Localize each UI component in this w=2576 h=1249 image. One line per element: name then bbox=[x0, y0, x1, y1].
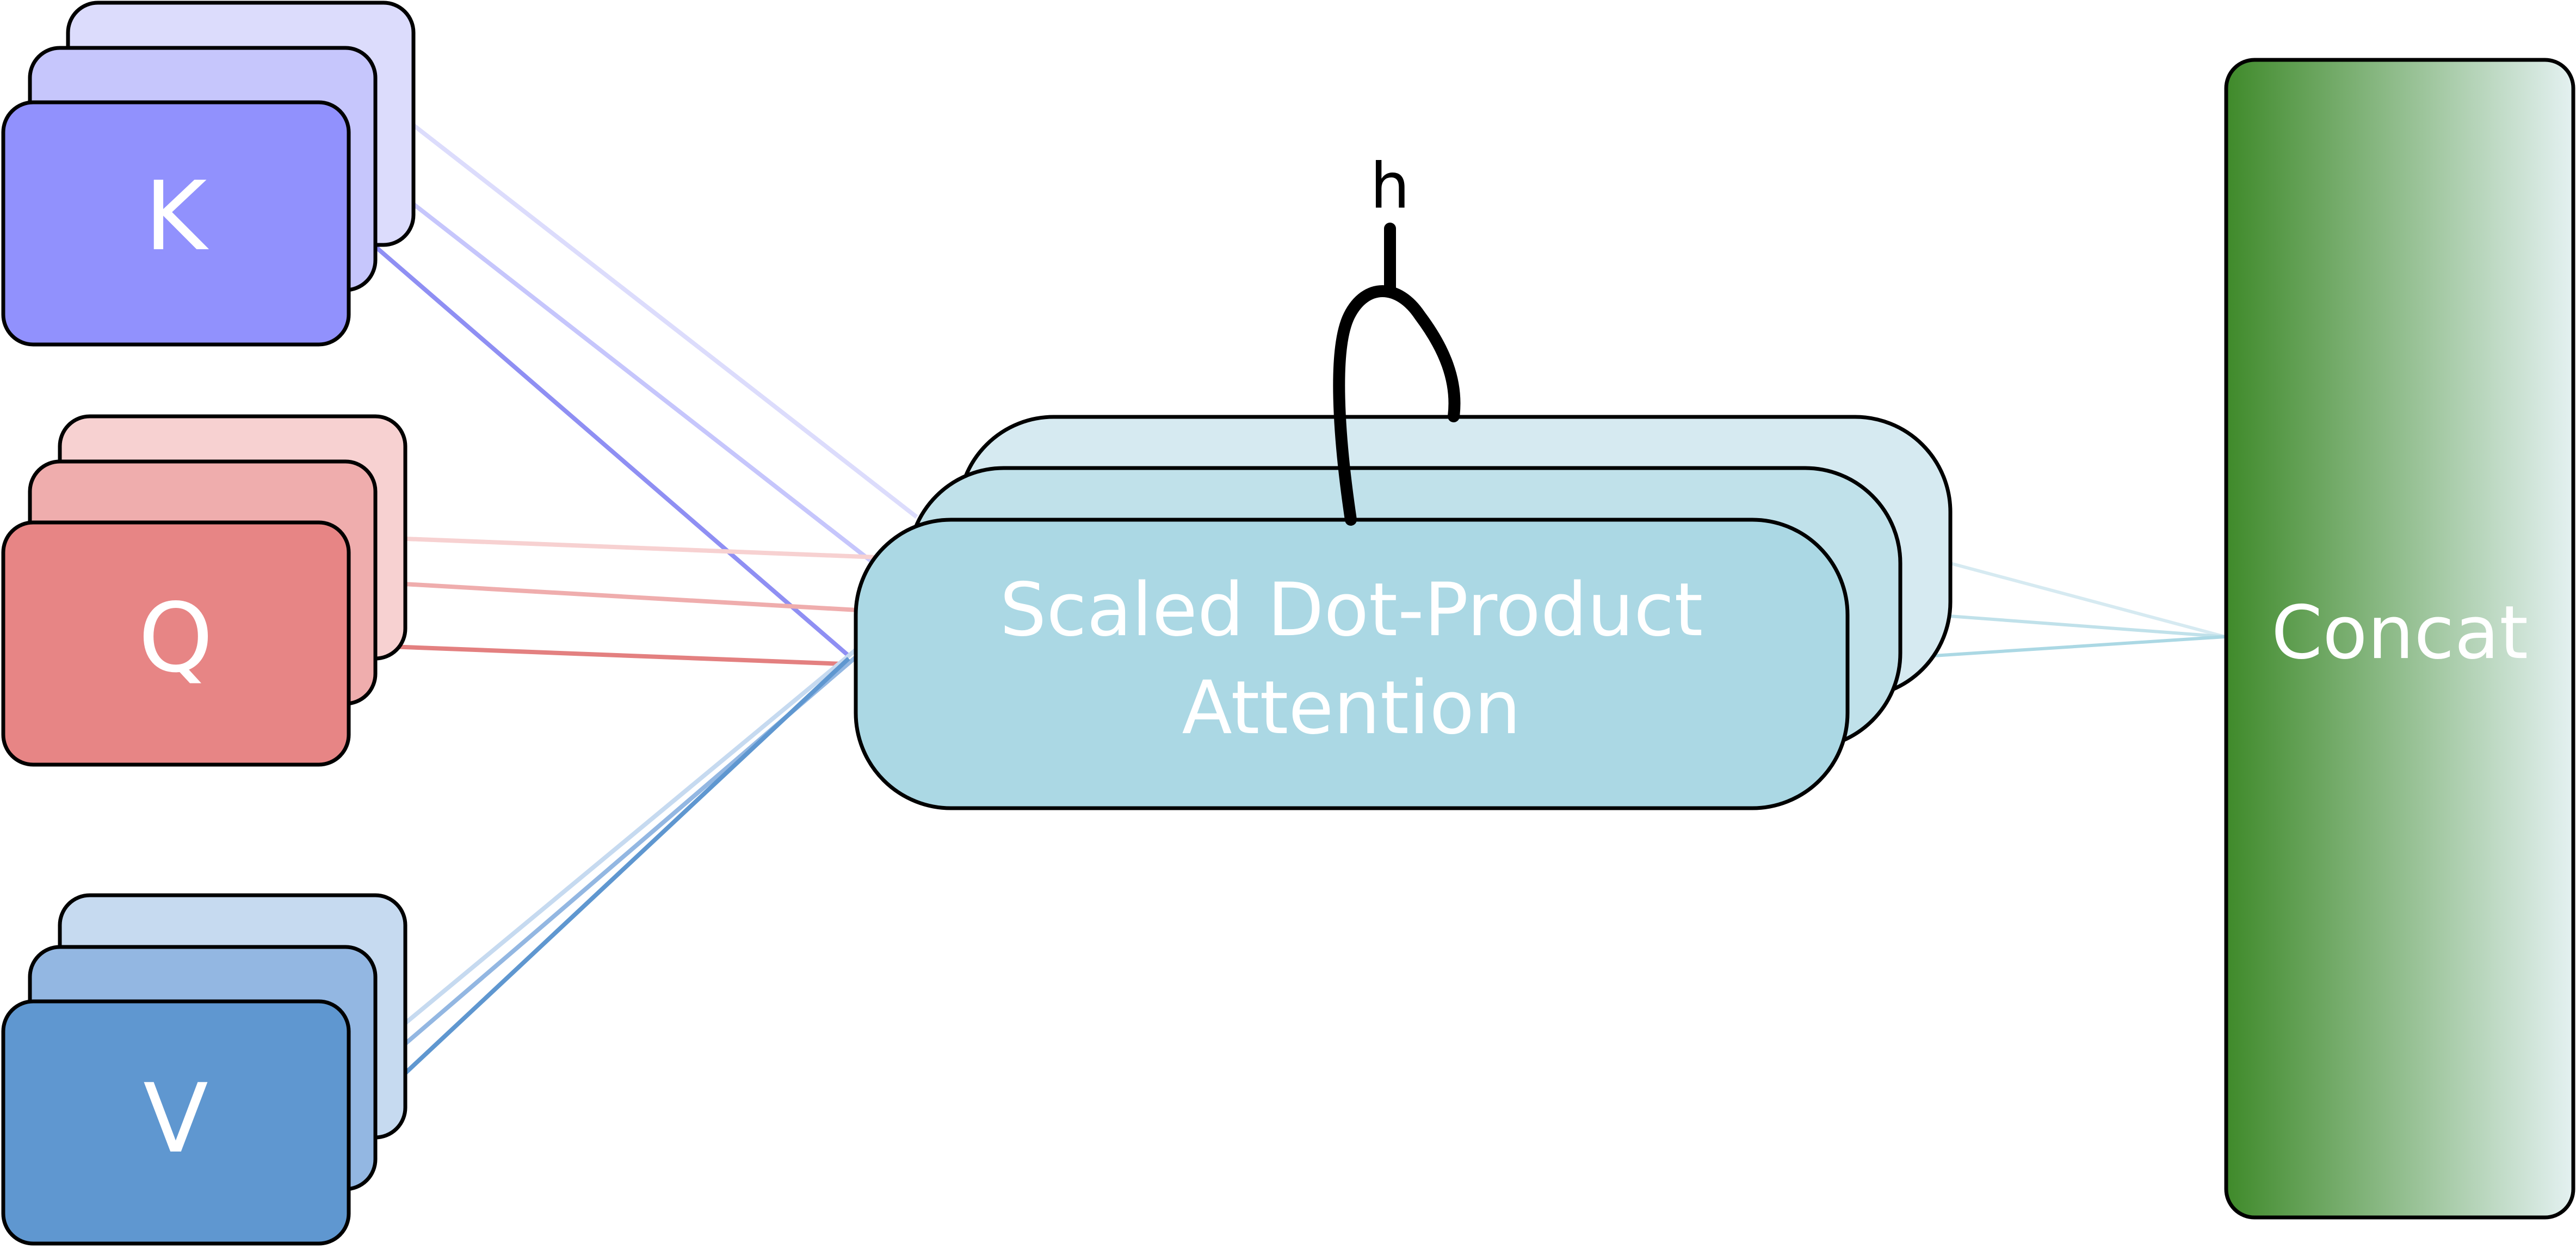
attention-label-line1: Scaled Dot-Product bbox=[1000, 567, 1703, 653]
q-connector-mid bbox=[375, 580, 895, 614]
q-connectors bbox=[348, 537, 961, 666]
heads-loop-icon bbox=[1333, 223, 1461, 526]
k-connectors bbox=[347, 123, 918, 658]
q-connector-back bbox=[405, 537, 961, 563]
v-connector-front bbox=[347, 657, 850, 1128]
v-box-front bbox=[1, 999, 351, 1246]
attention-box-front bbox=[854, 518, 1850, 810]
k-label: K bbox=[145, 162, 209, 272]
k-input-stack bbox=[1, 1, 416, 347]
q-label: Q bbox=[138, 583, 213, 694]
k-connector-front bbox=[347, 221, 850, 658]
q-input-stack bbox=[1, 414, 407, 767]
k-connector-back bbox=[412, 123, 918, 519]
v-input-stack bbox=[1, 893, 407, 1246]
q-connector-front bbox=[348, 643, 844, 666]
v-label: V bbox=[143, 1064, 208, 1174]
q-box-front bbox=[1, 520, 351, 767]
concat-connector-mid bbox=[1898, 611, 2226, 638]
heads-label: h bbox=[1370, 150, 1410, 223]
attention-label-line2: Attention bbox=[1182, 665, 1521, 750]
heads-loop bbox=[1333, 285, 1461, 526]
k-connector-mid bbox=[412, 202, 872, 563]
k-box-front bbox=[1, 100, 351, 347]
v-connector-mid bbox=[374, 607, 913, 1072]
concat-label: Concat bbox=[2271, 590, 2528, 675]
attention-stack bbox=[854, 415, 1953, 810]
concat-block bbox=[2224, 58, 2575, 1220]
concat-connector-back bbox=[1950, 562, 2226, 638]
